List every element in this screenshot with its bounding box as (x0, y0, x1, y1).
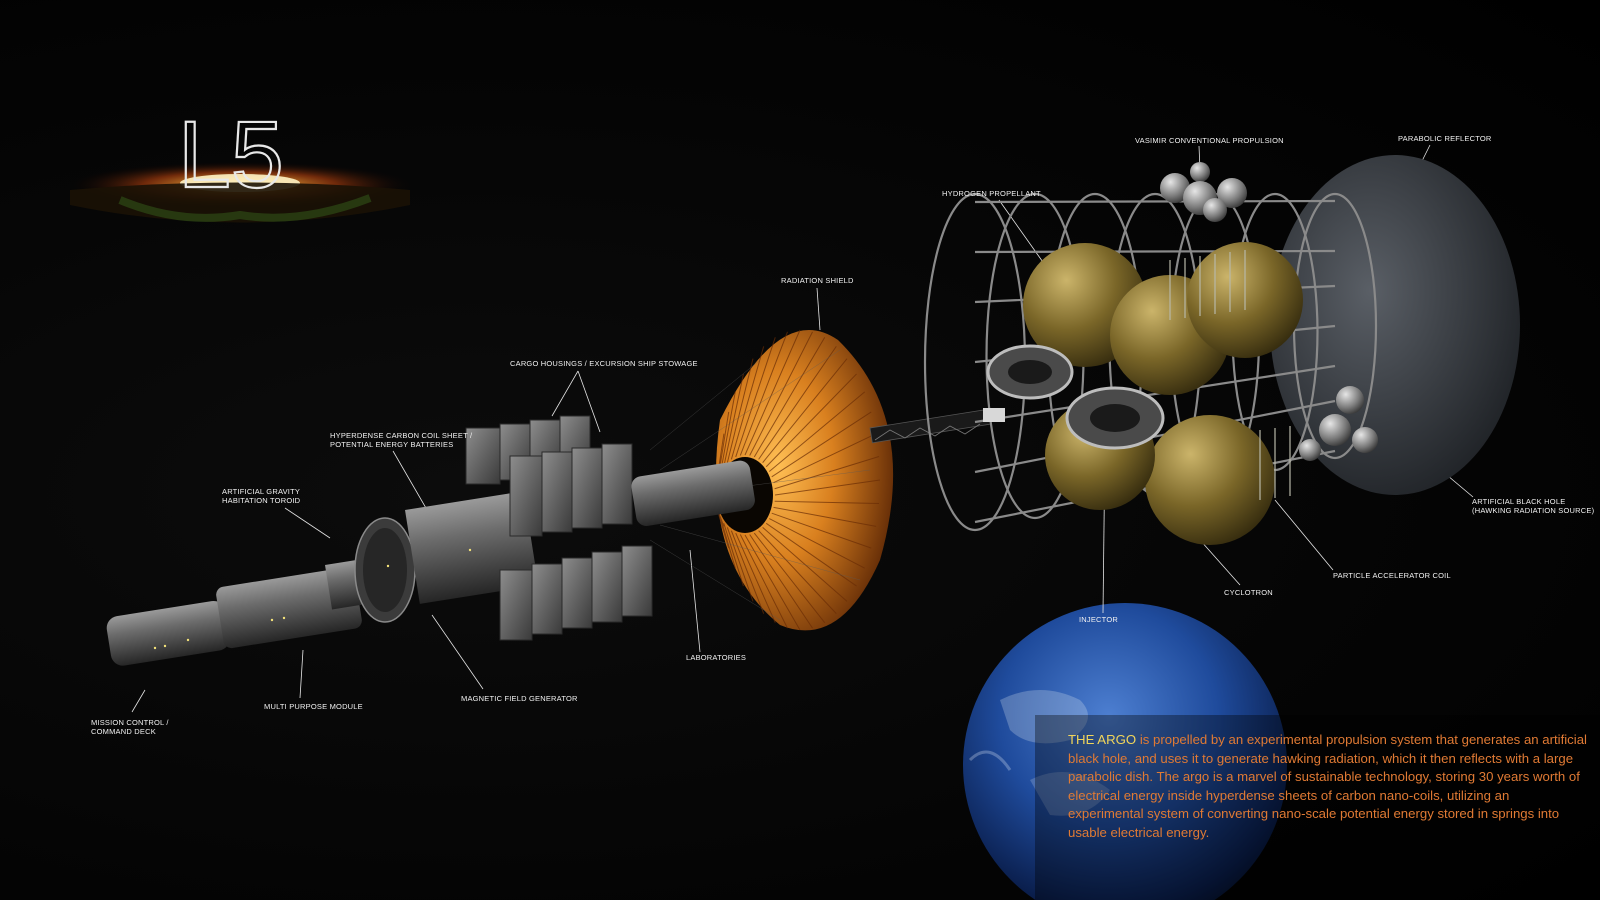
label-line: POTENTIAL ENERGY BATTERIES (330, 440, 454, 449)
description-body: is propelled by an experimental propulsi… (1068, 732, 1587, 840)
label-hyperdense-coil: HYPERDENSE CARBON COIL SHEET / POTENTIAL… (330, 431, 472, 449)
label-line: HYDROGEN PROPELLANT (942, 189, 1041, 198)
label-line: MAGNETIC FIELD GENERATOR (461, 694, 578, 703)
label-artificial-black-hole: ARTIFICIAL BLACK HOLE (HAWKING RADIATION… (1472, 497, 1594, 515)
label-line: MULTI PURPOSE MODULE (264, 702, 363, 711)
label-line: PARABOLIC REFLECTOR (1398, 134, 1492, 143)
label-particle-accelerator-coil: PARTICLE ACCELERATOR COIL (1333, 571, 1451, 580)
label-line: LABORATORIES (686, 653, 747, 662)
label-laboratories: LABORATORIES (686, 653, 746, 662)
propulsion-section (923, 155, 1520, 545)
description-paragraph: THE ARGO is propelled by an experimental… (1068, 731, 1588, 843)
label-line: COMMAND DECK (91, 727, 156, 736)
label-hydrogen-propellant: HYDROGEN PROPELLANT (942, 189, 1041, 198)
label-line: ARTIFICIAL GRAVITY (222, 487, 301, 496)
description-backdrop (1035, 715, 1600, 900)
label-magnetic-field-generator: MAGNETIC FIELD GENERATOR (461, 694, 578, 703)
svg-text:L5: L5 (178, 102, 284, 208)
label-line: ARTIFICIAL BLACK HOLE (1472, 497, 1566, 506)
label-vasimir-propulsion: VASIMIR CONVENTIONAL PROPULSION (1135, 136, 1284, 145)
spacecraft-hull (106, 415, 755, 666)
label-multi-purpose-module: MULTI PURPOSE MODULE (264, 702, 363, 711)
label-mission-control: MISSION CONTROL / COMMAND DECK (91, 718, 169, 736)
earth-planet (963, 603, 1287, 900)
label-cyclotron: CYCLOTRON (1224, 588, 1273, 597)
label-parabolic-reflector: PARABOLIC REFLECTOR (1398, 134, 1492, 143)
label-line: PARTICLE ACCELERATOR COIL (1333, 571, 1451, 580)
description-lead: THE ARGO (1068, 732, 1137, 747)
label-line: CARGO HOUSINGS / EXCURSION SHIP STOWAGE (510, 359, 698, 368)
label-line: MISSION CONTROL / (91, 718, 169, 727)
label-artificial-gravity: ARTIFICIAL GRAVITY HABITATION TOROID (222, 487, 300, 505)
label-line: HABITATION TOROID (222, 496, 301, 505)
label-line: VASIMIR CONVENTIONAL PROPULSION (1135, 136, 1284, 145)
label-cargo-housings: CARGO HOUSINGS / EXCURSION SHIP STOWAGE (510, 359, 698, 368)
label-line: CYCLOTRON (1224, 588, 1273, 597)
label-line: (HAWKING RADIATION SOURCE) (1472, 506, 1595, 515)
label-radiation-shield: RADIATION SHIELD (781, 276, 854, 285)
l5-logo: L5 (65, 101, 415, 223)
label-injector: INJECTOR (1079, 615, 1118, 624)
label-line: INJECTOR (1079, 615, 1118, 624)
label-line: RADIATION SHIELD (781, 276, 854, 285)
label-line: HYPERDENSE CARBON COIL SHEET / (330, 431, 473, 440)
radiation-shield (639, 329, 894, 631)
